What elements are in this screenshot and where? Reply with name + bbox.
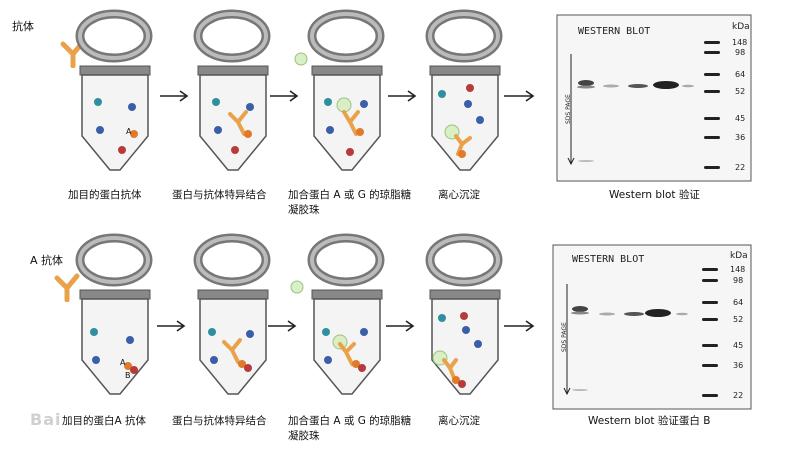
tube-2 (193, 9, 271, 171)
tube-5 (75, 233, 153, 395)
step-caption: 蛋白与抗体特异结合 (172, 189, 267, 201)
marker-labels: 148 98 64 52 45 36 22 (732, 38, 747, 172)
svg-text:45: 45 (735, 114, 745, 123)
tube-8 (425, 233, 503, 395)
blot-title: WESTERN BLOT (572, 254, 644, 265)
step-caption: 加目的蛋白抗体 (68, 189, 142, 201)
svg-text:22: 22 (733, 391, 743, 400)
tube-1 (75, 9, 153, 171)
protein-a-tag: A (126, 127, 132, 136)
arrow-3 (388, 90, 417, 102)
arrow-8 (504, 320, 535, 332)
blot-axis-label: SDS PAGE (561, 322, 568, 352)
svg-text:36: 36 (735, 133, 745, 142)
svg-text:52: 52 (733, 315, 743, 324)
step-caption: 加目的蛋白A 抗体 (62, 415, 147, 427)
blot-axis-label: SDS PAGE (565, 94, 572, 124)
antibody-label: A 抗体 (30, 254, 64, 267)
svg-text:64: 64 (735, 70, 745, 79)
svg-text:45: 45 (733, 341, 743, 350)
step-caption: 加合蛋白 A 或 G 的琼脂糖 (288, 415, 412, 427)
svg-text:64: 64 (733, 298, 743, 307)
svg-text:98: 98 (735, 48, 745, 57)
protein-b-tag: B (125, 371, 131, 380)
blot-caption: Western blot 验证 (609, 189, 700, 201)
marker-bands (704, 41, 720, 169)
marker-bands (702, 268, 718, 397)
tube-6 (193, 233, 271, 395)
antibody-label: 抗体 (12, 20, 34, 33)
arrow-4 (504, 90, 535, 102)
marker-labels: 148 98 64 52 45 36 22 (730, 265, 745, 400)
step-caption-line2: 凝胶珠 (288, 430, 320, 442)
arrow-5 (157, 320, 186, 332)
svg-text:22: 22 (735, 163, 745, 172)
western-blot-1: WESTERN BLOT kDa SDS PAGE 148 98 64 52 4… (556, 14, 752, 182)
svg-text:148: 148 (730, 265, 745, 274)
svg-text:98: 98 (733, 276, 743, 285)
blot-unit: kDa (730, 251, 748, 261)
blot-caption: Western blot 验证蛋白 B (588, 415, 711, 427)
arrow-1 (160, 90, 189, 102)
arrow-7 (386, 320, 415, 332)
antibody-icon (54, 273, 80, 302)
blot-title: WESTERN BLOT (578, 26, 650, 37)
agarose-bead-icon (290, 280, 304, 294)
watermark-logo: Bai (30, 410, 62, 429)
sample-bands (577, 80, 694, 162)
sample-bands (571, 306, 688, 391)
step-caption: 加合蛋白 A 或 G 的琼脂糖 (288, 189, 412, 201)
western-blot-2: WESTERN BLOT kDa SDS PAGE 148 98 64 52 4… (552, 244, 752, 410)
tube-7 (307, 233, 385, 395)
tube-3 (307, 9, 385, 171)
tube-4 (425, 9, 503, 171)
arrow-6 (268, 320, 297, 332)
step-caption: 离心沉淀 (438, 415, 480, 427)
blot-unit: kDa (732, 22, 750, 32)
agarose-bead-icon (294, 52, 308, 66)
protein-a-tag: A (120, 358, 126, 367)
step-caption-line2: 凝胶珠 (288, 204, 320, 216)
step-caption: 蛋白与抗体特异结合 (172, 415, 267, 427)
step-caption: 离心沉淀 (438, 189, 480, 201)
arrow-2 (270, 90, 299, 102)
svg-text:52: 52 (735, 87, 745, 96)
svg-text:36: 36 (733, 361, 743, 370)
svg-text:148: 148 (732, 38, 747, 47)
